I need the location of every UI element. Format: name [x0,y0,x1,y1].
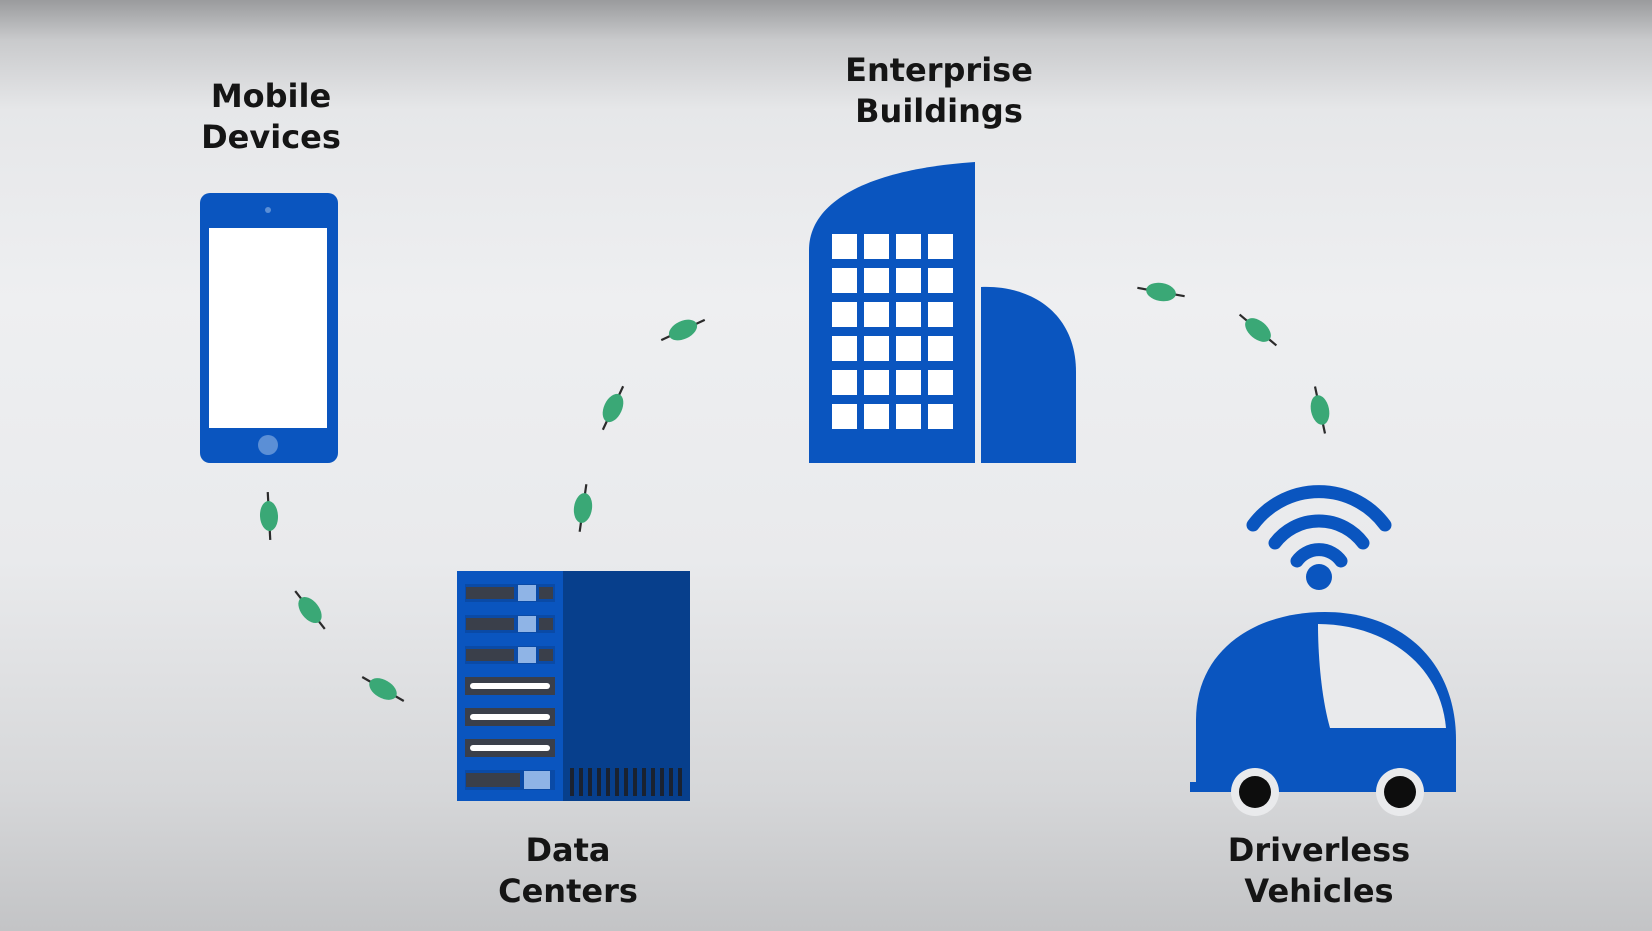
label-driverless-vehicles: Driverless Vehicles [1189,830,1449,912]
server-rack-icon [457,571,690,801]
label-enterprise-buildings: Enterprise Buildings [809,50,1069,132]
autonomous-car-icon [1190,612,1456,816]
smartphone-icon [200,193,338,463]
label-mobile-devices: Mobile Devices [141,76,401,158]
label-datacenters-line2: Centers [498,872,638,910]
label-vehicles-line1: Driverless [1227,831,1411,869]
label-mobile-line1: Mobile [210,77,332,115]
label-mobile-line2: Devices [201,118,341,156]
wifi-signal-dot [1306,564,1332,590]
label-enterprise-line1: Enterprise [845,51,1033,89]
label-vehicles-line2: Vehicles [1244,872,1394,910]
label-data-centers: Data Centers [438,830,698,912]
label-enterprise-line2: Buildings [855,92,1023,130]
office-building-icon [809,162,1076,463]
label-datacenters-line1: Data [525,831,611,869]
wifi-signal-icon [1246,485,1392,568]
data-link-icon [257,277,1335,710]
